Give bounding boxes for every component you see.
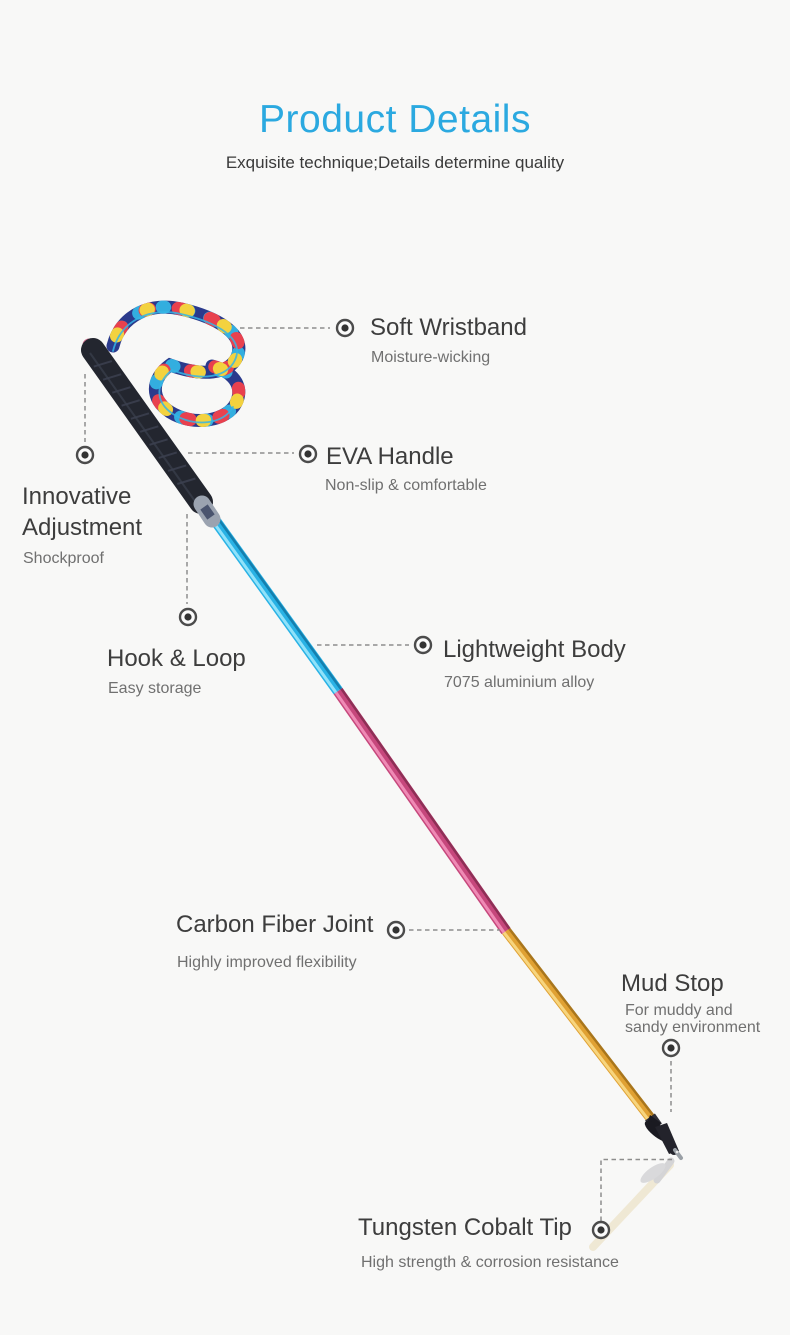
callout-sub-handle: Non-slip & comfortable (325, 477, 487, 494)
callout-label-joint: Carbon Fiber Joint (176, 911, 374, 938)
shaft-gold (502, 927, 656, 1123)
bullseye-icon-adjustment (75, 445, 95, 465)
page-subtitle: Exquisite technique;Details determine qu… (225, 153, 565, 172)
grip-collar (193, 495, 221, 528)
callout-sub-body: 7075 aluminium alloy (444, 674, 595, 691)
callout-sub-mud-stop: For muddy and sandy environment (625, 1002, 761, 1036)
callout-label-hook-loop: Hook & Loop (107, 645, 246, 672)
shaft-blue (207, 512, 343, 695)
callout-label-mud-stop: Mud Stop (621, 970, 724, 997)
callout-markers (75, 318, 681, 1240)
bullseye-icon-mud-stop (661, 1038, 681, 1058)
grip-texture (93, 360, 196, 485)
bullseye-icon-handle (298, 444, 318, 464)
page-title: Product Details (259, 98, 531, 141)
callout-sub-wristband: Moisture-wicking (371, 349, 491, 366)
bullseye-icon-tip (591, 1220, 611, 1240)
bullseye-icon-joint (386, 920, 406, 940)
callout-line-tip (600, 1158, 672, 1221)
pole-tip (655, 1123, 683, 1160)
callout-label-adjustment: Innovative Adjustment (22, 483, 143, 541)
wrist-strap (106, 300, 246, 427)
callout-label-body: Lightweight Body (443, 636, 626, 663)
callout-sub-hook-loop: Easy storage (108, 680, 202, 697)
callout-sub-joint: Highly improved flexibility (177, 954, 357, 971)
eva-grip (81, 338, 213, 514)
callout-label-tip: Tungsten Cobalt Tip (358, 1214, 572, 1241)
callout-sub-tip: High strength & corrosion resistance (361, 1254, 619, 1271)
shaft-pink (333, 687, 511, 935)
callout-sub-adjustment: Shockproof (23, 550, 104, 567)
callout-label-wristband: Soft Wristband (370, 314, 527, 341)
callout-label-handle: EVA Handle (326, 443, 454, 470)
bullseye-icon-hook-loop (178, 607, 198, 627)
bullseye-icon-wristband (335, 318, 355, 338)
bullseye-icon-body (413, 635, 433, 655)
